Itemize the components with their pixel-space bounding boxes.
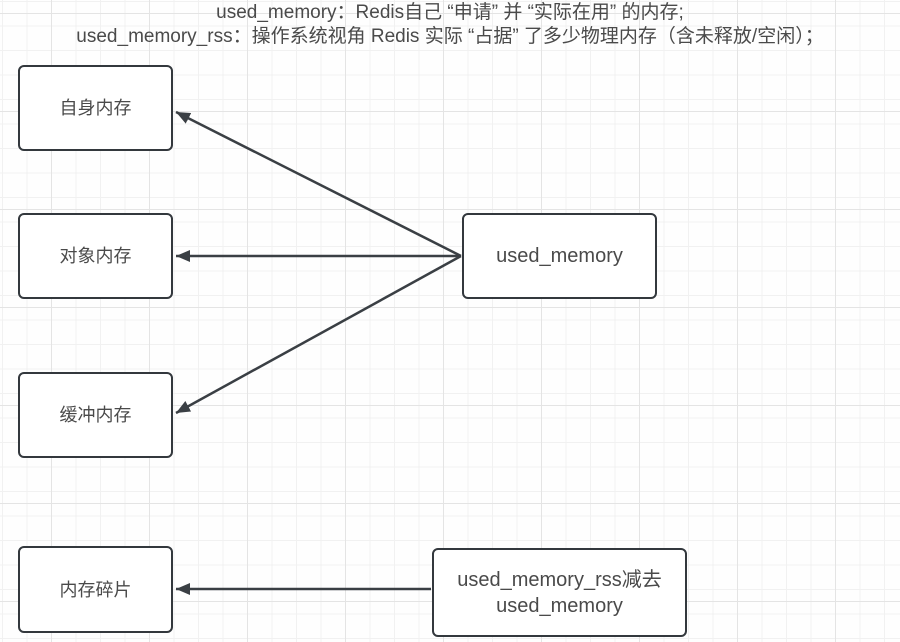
node-used-memory: used_memory <box>462 213 657 299</box>
node-rss-minus-used-label-line2: used_memory <box>496 594 623 617</box>
node-rss-minus-used: used_memory_rss减去 used_memory <box>432 548 687 637</box>
node-memory-fragment: 内存碎片 <box>18 546 173 633</box>
caption-line-used-memory: used_memory：Redis自己 “申请” 并 “实际在用” 的内存; <box>216 2 684 23</box>
node-object-memory-label: 对象内存 <box>59 246 132 266</box>
arrow-used-memory-to-self-memory <box>175 110 462 258</box>
node-memory-fragment-label: 内存碎片 <box>59 579 132 600</box>
node-object-memory: 对象内存 <box>18 213 173 299</box>
node-buffer-memory-label: 缓冲内存 <box>59 405 132 425</box>
arrow-used-memory-to-buffer-memory <box>175 254 462 415</box>
caption: used_memory：Redis自己 “申请” 并 “实际在用” 的内存; u… <box>0 1 900 48</box>
node-buffer-memory: 缓冲内存 <box>18 372 173 458</box>
node-used-memory-label: used_memory <box>496 245 623 267</box>
node-self-memory: 自身内存 <box>18 65 173 151</box>
node-self-memory-label: 自身内存 <box>59 98 132 118</box>
node-rss-minus-used-label-line1: used_memory_rss减去 <box>457 568 662 591</box>
caption-line-used-memory-rss: used_memory_rss：操作系统视角 Redis 实际 “占据” 了多少… <box>76 25 824 47</box>
